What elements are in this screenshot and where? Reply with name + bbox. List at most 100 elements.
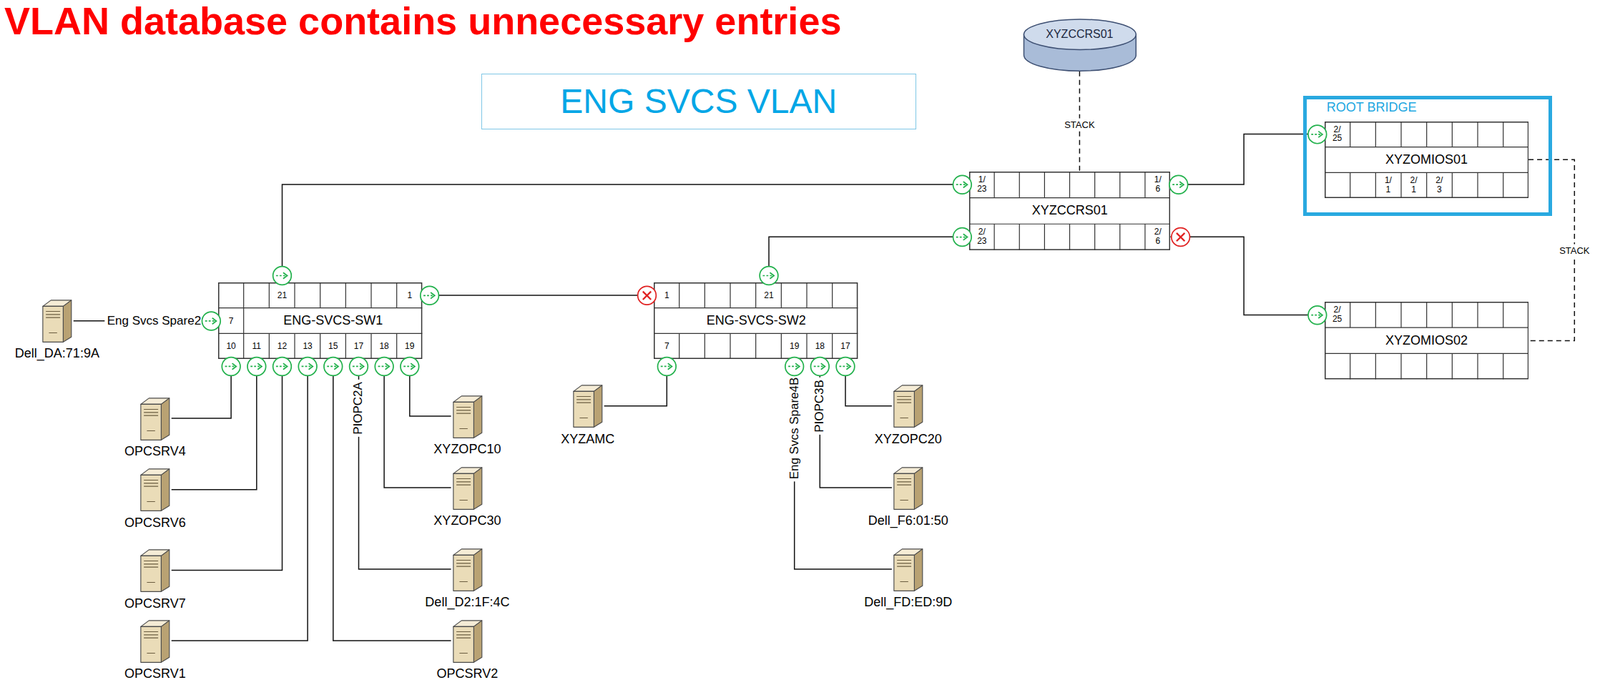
port-number: 17 bbox=[840, 341, 850, 352]
server-node: Dell_F6:01:50 bbox=[891, 465, 925, 511]
port-number: 2/ 25 bbox=[1332, 125, 1342, 144]
server-slots bbox=[456, 406, 471, 429]
server-face bbox=[473, 396, 482, 438]
server-node: OPCSRV2 bbox=[451, 618, 485, 664]
port-number: 10 bbox=[226, 341, 236, 352]
port-forwarding bbox=[420, 286, 440, 305]
server-icon bbox=[451, 618, 485, 664]
server-face bbox=[894, 473, 915, 510]
port-number: 17 bbox=[354, 341, 364, 352]
server-face bbox=[160, 397, 169, 440]
network-link bbox=[604, 359, 668, 407]
switch-outline bbox=[1325, 302, 1529, 380]
server-face bbox=[593, 385, 602, 428]
server-icon bbox=[138, 618, 172, 664]
root-bridge-frame: ROOT BRIDGE XYZOMIOS01 bbox=[1303, 95, 1553, 217]
port-number: 19 bbox=[404, 341, 415, 352]
server-name: Dell_DA:71:9A bbox=[15, 346, 100, 362]
server-face bbox=[473, 549, 482, 591]
link-label: Eng Svcs Spare2 bbox=[105, 313, 204, 330]
port-number: 11 bbox=[252, 341, 262, 352]
port-forwarding bbox=[221, 357, 241, 377]
server-node: Dell_DA:71:9A bbox=[40, 298, 74, 344]
network-link bbox=[384, 359, 452, 488]
network-link bbox=[282, 184, 970, 283]
server-node: OPCSRV6 bbox=[138, 467, 172, 513]
port-forwarding bbox=[810, 357, 829, 377]
port-forwarding bbox=[273, 266, 292, 286]
server-face bbox=[473, 467, 482, 509]
root-bridge-label: ROOT BRIDGE bbox=[1326, 100, 1417, 116]
server-icon bbox=[451, 394, 485, 440]
server-node: XYZOPC30 bbox=[451, 465, 485, 511]
port-number: 2/ 23 bbox=[977, 228, 987, 247]
network-link bbox=[171, 359, 232, 419]
server-name: OPCSRV4 bbox=[124, 444, 186, 460]
network-link bbox=[1170, 134, 1324, 185]
port-forwarding bbox=[298, 357, 317, 377]
port-forwarding bbox=[247, 357, 267, 377]
server-face bbox=[140, 556, 162, 593]
port-number: 2/ 3 bbox=[1435, 175, 1443, 194]
port-forwarding bbox=[349, 357, 369, 377]
port-cell-lines bbox=[218, 282, 422, 360]
server-icon bbox=[451, 547, 485, 593]
switch-name: ENG-SVCS-SW1 bbox=[243, 308, 423, 335]
server-icon bbox=[138, 467, 172, 513]
server-slots bbox=[143, 561, 159, 583]
title-box: ENG SVCS VLAN bbox=[481, 73, 917, 130]
network-link bbox=[409, 359, 452, 417]
port-forwarding bbox=[759, 266, 779, 286]
port-forwarding bbox=[952, 175, 972, 194]
server-icon bbox=[451, 465, 485, 511]
link-label: Eng Svcs Spare4B bbox=[786, 375, 803, 483]
server-face bbox=[914, 385, 922, 428]
server-node: XYZOPC10 bbox=[451, 394, 485, 440]
server-node: Dell_D2:1F:4C bbox=[451, 547, 485, 593]
server-face bbox=[894, 391, 915, 428]
port-forwarding bbox=[1169, 175, 1189, 194]
server-name: XYZOPC10 bbox=[433, 442, 501, 458]
switch-name: XYZCCRS01 bbox=[969, 197, 1171, 224]
server-name: XYZOPC30 bbox=[433, 513, 501, 529]
port-number: 21 bbox=[277, 291, 287, 301]
port-forwarding bbox=[400, 357, 420, 377]
server-icon bbox=[891, 547, 925, 593]
server-face bbox=[894, 555, 915, 591]
port-forwarding bbox=[201, 311, 221, 331]
server-face bbox=[914, 549, 922, 591]
port-blocked bbox=[1171, 228, 1191, 247]
cylinder-top bbox=[1023, 19, 1136, 51]
port-number: 18 bbox=[379, 341, 389, 352]
server-slots bbox=[896, 478, 912, 500]
server-name: Dell_D2:1F:4C bbox=[424, 595, 510, 611]
switch-name: XYZOMIOS01 bbox=[1324, 146, 1529, 173]
server-slots bbox=[456, 478, 471, 500]
switch-outline bbox=[218, 283, 422, 359]
server-face bbox=[140, 404, 162, 440]
network-link bbox=[171, 359, 283, 571]
port-number: 1/ 1 bbox=[1384, 175, 1392, 194]
server-node: OPCSRV1 bbox=[138, 618, 172, 664]
server-name: OPCSRV7 bbox=[124, 596, 186, 612]
server-slots bbox=[896, 560, 912, 582]
port-number: 19 bbox=[789, 341, 799, 352]
network-link bbox=[845, 359, 892, 407]
server-face bbox=[160, 550, 169, 592]
port-number: 18 bbox=[815, 341, 825, 352]
server-name: OPCSRV6 bbox=[124, 515, 186, 531]
port-number: 2/ 6 bbox=[1154, 228, 1162, 247]
port-forwarding bbox=[1308, 306, 1327, 325]
port-forwarding bbox=[374, 357, 394, 377]
stack-cylinder bbox=[1022, 18, 1138, 72]
server-face bbox=[914, 467, 922, 509]
server-icon bbox=[571, 383, 605, 429]
server-face bbox=[452, 473, 474, 510]
switch-name: ENG-SVCS-SW2 bbox=[653, 308, 858, 335]
link-label: PIOPC3B bbox=[811, 377, 828, 435]
switch-name: XYZOMIOS02 bbox=[1324, 327, 1529, 354]
port-number: 15 bbox=[328, 341, 338, 352]
network-link bbox=[819, 359, 892, 488]
port-forwarding bbox=[1308, 125, 1327, 144]
port-forwarding bbox=[657, 357, 676, 377]
